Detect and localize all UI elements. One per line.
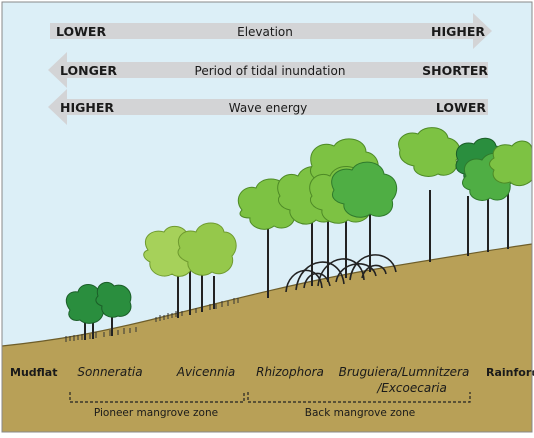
ground-slope [2,244,532,432]
gradient-left-label: LONGER [60,63,117,78]
mudflat-label: Mudflat [10,366,58,379]
rhizophora-label: Rhizophora [256,365,324,379]
elevation-gradient-arrow: LOWER Elevation HIGHER [50,13,492,49]
gradient-center-label: Period of tidal inundation [195,64,346,78]
rainforest-label: Rainforest [486,366,534,379]
gradient-left-label: HIGHER [60,100,114,115]
wave-energy-gradient-arrow: HIGHER Wave energy LOWER [48,89,488,125]
arrow-left-shape [48,52,488,88]
arrow-left-shape [48,89,488,125]
back-zone-label: Back mangrove zone [305,407,415,419]
pioneer-zone-label: Pioneer mangrove zone [94,407,218,419]
avicennia-label: Avicennia [176,365,236,379]
rhizophora-prop-roots [285,254,397,293]
sonneratia-label: Sonneratia [77,365,142,379]
pneumatophores [65,298,239,342]
gradient-left-label: LOWER [56,24,106,39]
avicennia-trees [143,222,237,318]
bruguiera-trees [331,127,533,272]
gradient-center-label: Elevation [237,25,293,39]
back-zone-bracket [247,392,471,403]
arrow-right-shape [50,13,492,49]
tidal-inundation-gradient-arrow: LONGER Period of tidal inundation SHORTE… [48,52,488,88]
excoecaria-label: /Excoecaria [376,381,447,395]
gradient-right-label: HIGHER [431,24,485,39]
gradient-right-label: LOWER [436,100,486,115]
bruguiera-label: Bruguiera/Lumnitzera [339,365,470,379]
gradient-center-label: Wave energy [229,101,308,115]
gradient-right-label: SHORTER [422,63,488,78]
pioneer-zone-bracket [69,392,245,403]
sonneratia-trees [65,281,132,340]
